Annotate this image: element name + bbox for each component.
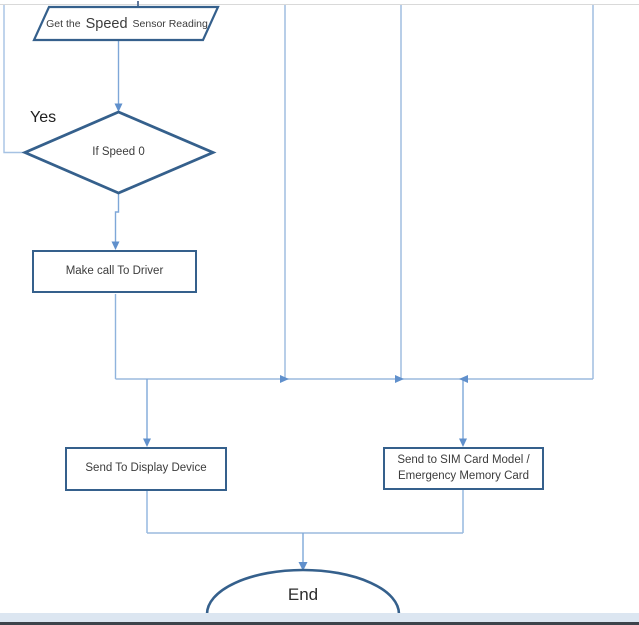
- connector-decision-to-makecall: [114, 194, 120, 243]
- arrowhead-merge-3: [459, 375, 468, 383]
- connector-yes-loop: [3, 5, 24, 154]
- arrowhead-merge-2: [395, 375, 404, 383]
- edge-label-yes: Yes: [30, 109, 57, 126]
- footer-dark-line: [0, 622, 639, 625]
- connectors: [3, 5, 594, 563]
- node-decision-label: If Speed 0: [92, 146, 145, 158]
- decision-diamond-shape: [21, 110, 217, 195]
- arrowhead-into-decision: [114, 103, 123, 112]
- node-send-sim-label-line2: Emergency Memory Card: [397, 469, 529, 482]
- input-label-prefix: Get the: [46, 17, 81, 30]
- input-label-emphasis: Speed: [85, 15, 128, 32]
- footer-band: [0, 613, 639, 622]
- page-top-rule: [0, 4, 639, 5]
- input-parallelogram-shape: [32, 5, 220, 42]
- arrowhead-into-end: [298, 562, 308, 571]
- node-send-sim-label: Send to SIM Card Model / Emergency Memor…: [397, 453, 529, 484]
- arrowhead-merge-1: [280, 375, 289, 383]
- node-send-sim-label-line1: Send to SIM Card Model /: [397, 453, 530, 466]
- node-send-display: Send To Display Device: [65, 447, 227, 491]
- incoming-connector-stub: [137, 1, 139, 7]
- node-send-display-label: Send To Display Device: [85, 462, 207, 475]
- arrowhead-into-makecall: [111, 241, 120, 250]
- node-send-sim: Send to SIM Card Model / Emergency Memor…: [383, 447, 544, 490]
- input-label-suffix: Sensor Reading: [132, 17, 208, 30]
- node-input-label: Get the Speed Sensor Reading: [46, 9, 208, 38]
- arrowhead-into-sim: [459, 438, 467, 447]
- arrowheads: [111, 103, 468, 571]
- node-make-call-label: Make call To Driver: [65, 264, 164, 277]
- node-end-label: End: [287, 585, 319, 604]
- arrowhead-into-display: [143, 438, 151, 447]
- node-make-call: Make call To Driver: [32, 250, 197, 293]
